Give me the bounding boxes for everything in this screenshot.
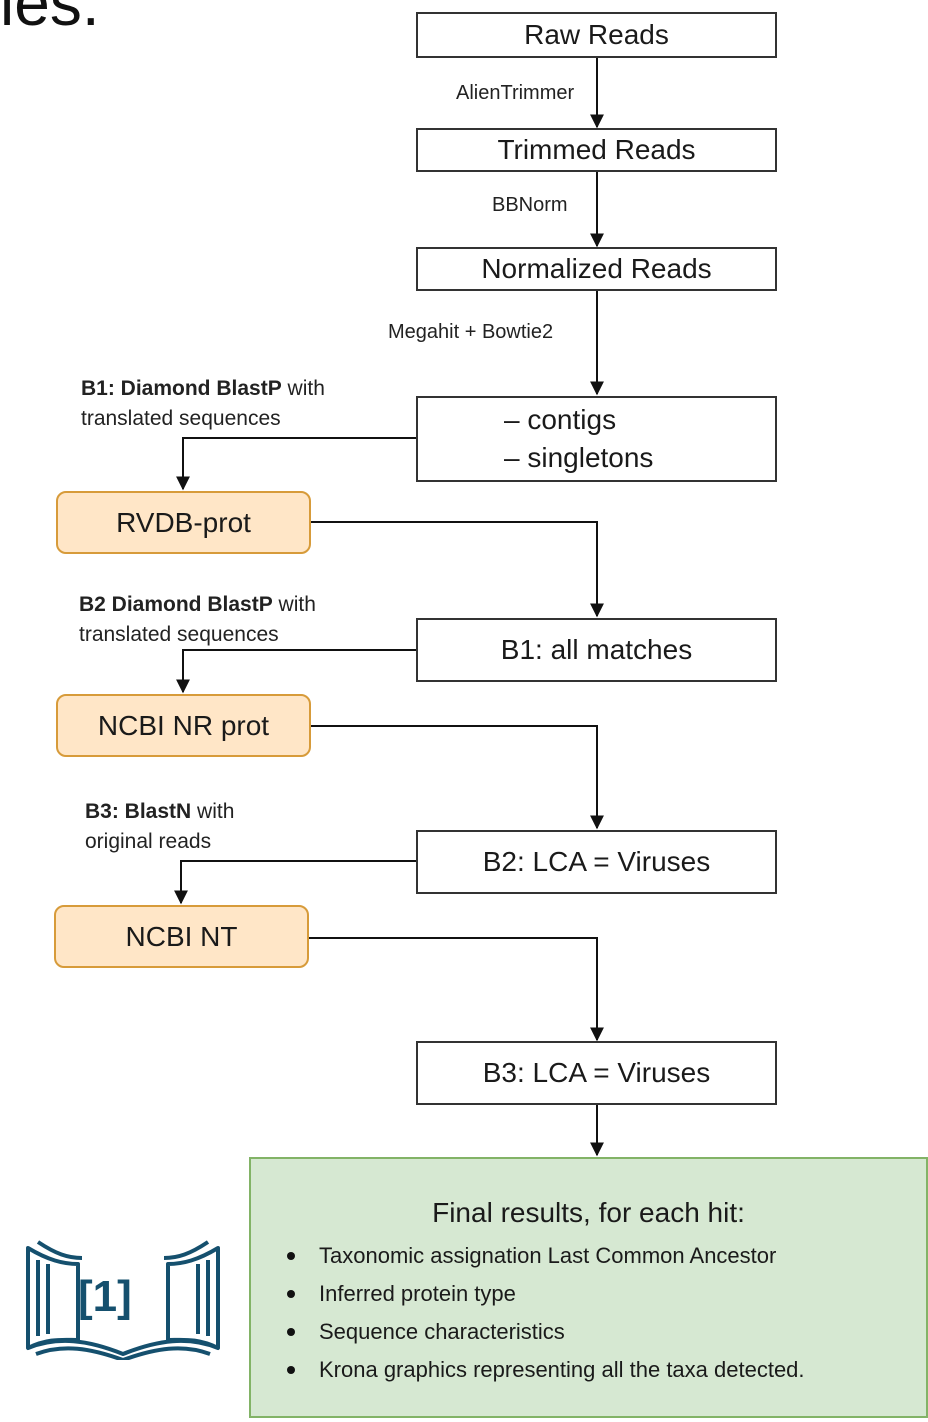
list-item: Inferred protein type — [287, 1275, 805, 1313]
reference-label[interactable]: [1] — [78, 1272, 132, 1321]
bullet-icon — [287, 1290, 295, 1298]
node-trimmed-reads-label: Trimmed Reads — [497, 134, 696, 165]
final-results-box: Final results, for each hit: Taxonomic a… — [249, 1157, 928, 1418]
edge-contigs-to-rvdb — [176, 437, 416, 491]
branch-label-b2-with: with — [272, 593, 316, 616]
edge-nt-to-b3 — [309, 937, 604, 1042]
db-rvdb-prot-label: RVDB-prot — [116, 506, 251, 538]
node-singletons-label: – singletons — [504, 442, 654, 473]
node-b3-lca-label: B3: LCA = Viruses — [482, 1057, 711, 1088]
db-rvdb-prot: RVDB-prot — [56, 491, 311, 554]
node-contigs-singletons: – contigs – singletons — [416, 396, 777, 482]
node-contigs-label: – contigs — [504, 404, 617, 435]
node-b1-matches-label: B1: all matches — [500, 634, 693, 665]
branch-label-b3-line2: original reads — [85, 830, 212, 853]
bullet-icon — [287, 1328, 295, 1336]
db-ncbi-nt-label: NCBI NT — [125, 920, 238, 952]
db-ncbi-nr-prot-label: NCBI NR prot — [97, 709, 270, 741]
node-raw-reads-label: Raw Reads — [524, 19, 669, 50]
edge-rvdb-to-b1 — [311, 521, 604, 618]
edge-label-megahit-bowtie2: Megahit + Bowtie2 — [388, 321, 554, 344]
list-item-text: Taxonomic assignation Last Common Ancest… — [319, 1243, 777, 1268]
branch-label-b2-bold: B2 Diamond BlastP — [79, 593, 273, 616]
branch-label-b1-line2: translated sequences — [81, 407, 281, 430]
final-results-title: Final results, for each hit: — [432, 1197, 745, 1228]
bullet-icon — [287, 1252, 295, 1260]
list-item-text: Inferred protein type — [319, 1281, 516, 1306]
node-b2-lca-label: B2: LCA = Viruses — [482, 846, 711, 877]
branch-label-b1-with: with — [281, 377, 325, 400]
edge-b1-to-nr — [176, 649, 416, 694]
branch-label-b2-line2: translated sequences — [79, 623, 279, 646]
branch-label-b3-line1: B3: BlastN with — [85, 797, 234, 827]
branch-label-b2: B2 Diamond BlastP with translated sequen… — [79, 590, 316, 650]
branch-label-b1-line1: B1: Diamond BlastP with — [81, 374, 325, 404]
branch-label-b3: B3: BlastN with original reads — [85, 797, 234, 857]
list-item: Sequence characteristics — [287, 1313, 805, 1351]
node-trimmed-reads: Trimmed Reads — [416, 128, 777, 172]
db-ncbi-nr-prot: NCBI NR prot — [56, 694, 311, 757]
slide-title-fragment: ies. — [0, 0, 100, 39]
edge-nr-to-b2 — [311, 725, 604, 830]
node-raw-reads: Raw Reads — [416, 12, 777, 58]
node-b3-lca: B3: LCA = Viruses — [416, 1041, 777, 1105]
node-b2-lca: B2: LCA = Viruses — [416, 830, 777, 894]
branch-label-b3-bold: B3: BlastN — [85, 800, 192, 823]
node-b1-matches: B1: all matches — [416, 618, 777, 682]
edge-label-bbnorm: BBNorm — [492, 194, 568, 217]
branch-label-b3-with: with — [191, 800, 235, 823]
branch-label-b1: B1: Diamond BlastP with translated seque… — [81, 374, 325, 434]
list-item-text: Krona graphics representing all the taxa… — [319, 1357, 805, 1382]
branch-label-b1-bold: B1: Diamond BlastP — [81, 377, 282, 400]
edge-label-alientrimmer: AlienTrimmer — [456, 82, 575, 105]
db-ncbi-nt: NCBI NT — [54, 905, 309, 968]
edge-b2-to-nt — [174, 860, 416, 905]
bullet-icon — [287, 1366, 295, 1374]
list-item: Taxonomic assignation Last Common Ancest… — [287, 1237, 805, 1275]
list-item: Krona graphics representing all the taxa… — [287, 1351, 805, 1389]
node-normalized-reads: Normalized Reads — [416, 247, 777, 291]
branch-label-b2-line1: B2 Diamond BlastP with — [79, 590, 316, 620]
final-results-list: Taxonomic assignation Last Common Ancest… — [287, 1237, 805, 1389]
node-normalized-reads-label: Normalized Reads — [481, 253, 712, 284]
book-icon[interactable] — [18, 1230, 228, 1360]
list-item-text: Sequence characteristics — [319, 1319, 565, 1344]
